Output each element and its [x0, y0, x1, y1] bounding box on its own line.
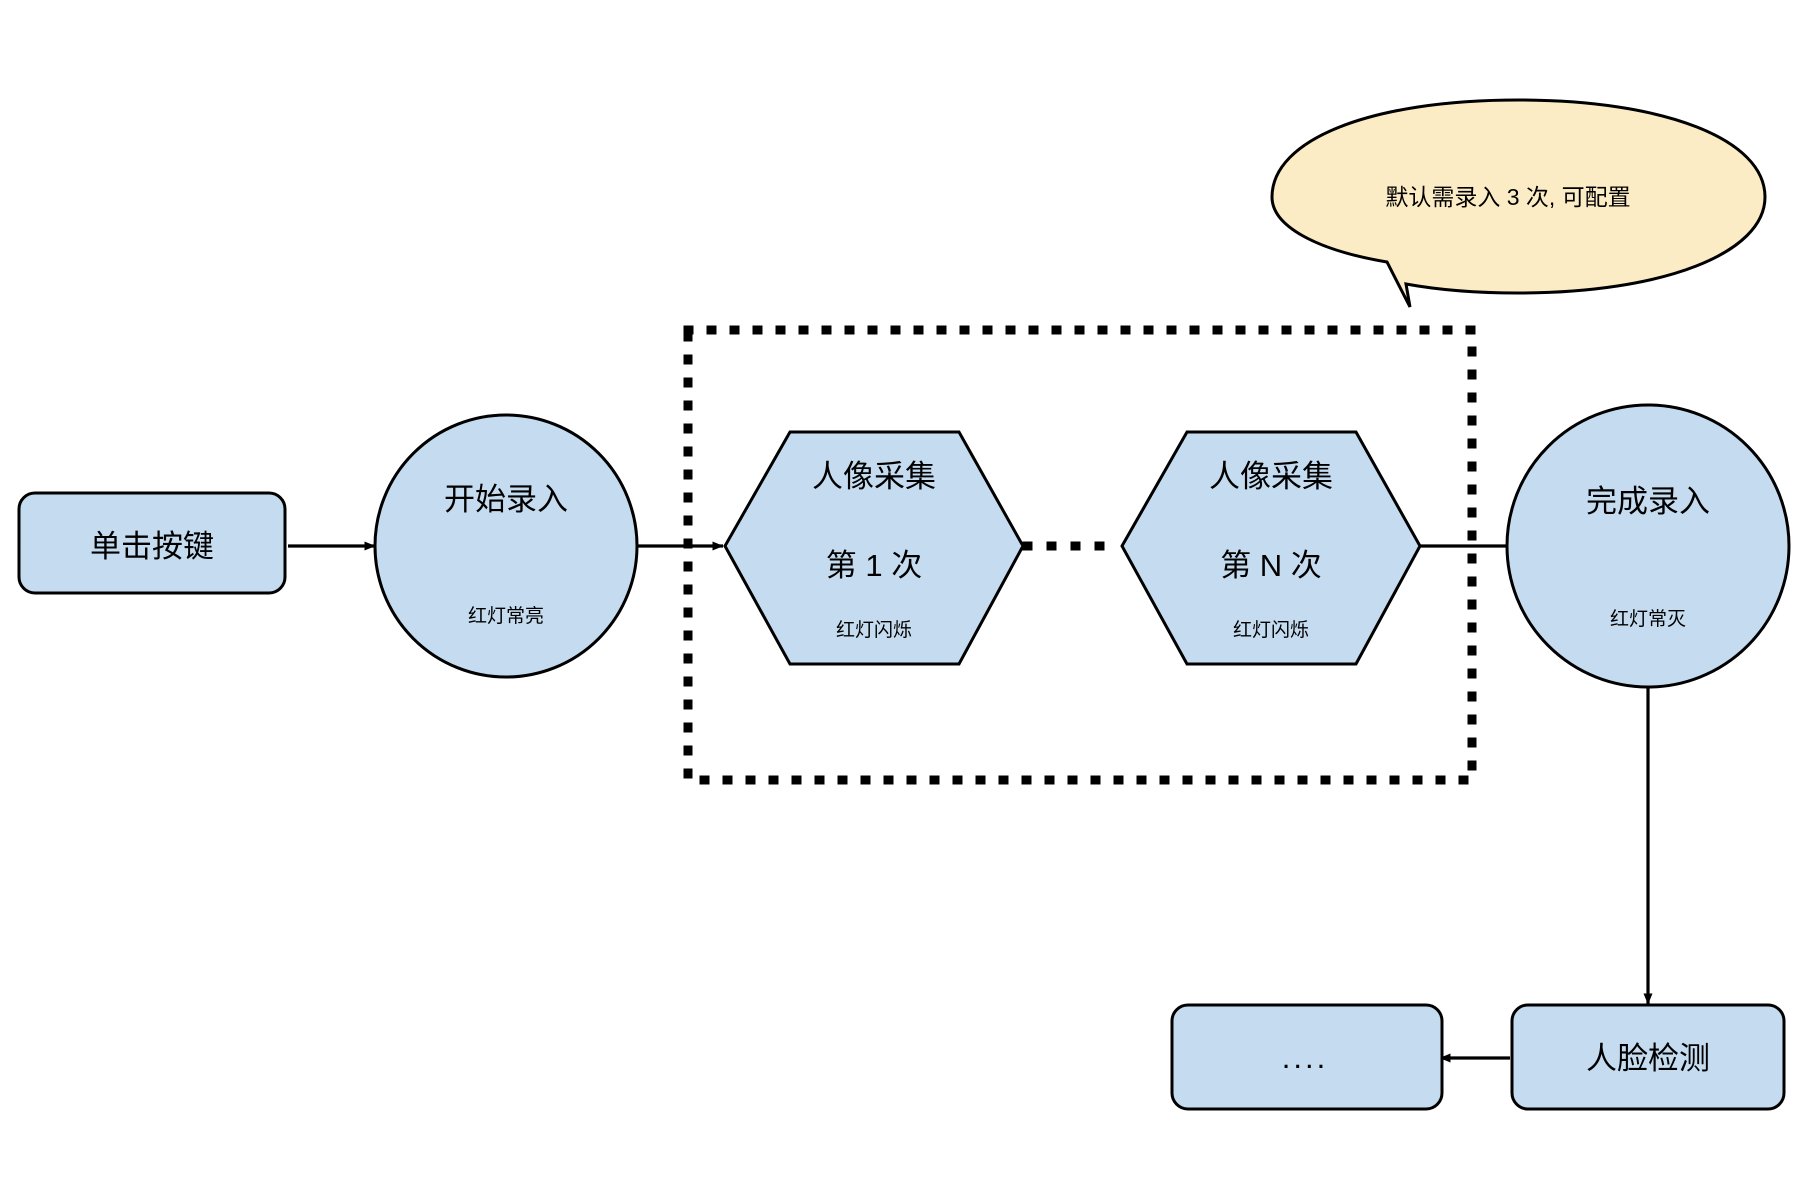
node-more-steps-label: .... — [1282, 1040, 1328, 1075]
node-capture-nth-label-line2: 第 N 次 — [1220, 548, 1322, 583]
node-capture-first-sublabel: 红灯闪烁 — [836, 619, 912, 641]
node-face-detect-shape — [1510, 1003, 1786, 1111]
node-finish-enroll-shape — [1505, 403, 1791, 689]
node-start-enroll[interactable]: 开始录入 红灯常亮 — [373, 413, 639, 679]
repeat-group-box — [683, 325, 1477, 785]
node-start-enroll-shape — [373, 413, 639, 679]
node-start-button[interactable]: 单击按键 — [17, 491, 287, 595]
callout-enroll-count[interactable]: 默认需录入 3 次, 可配置 — [1270, 98, 1767, 308]
node-more-steps[interactable]: .... — [1170, 1003, 1444, 1111]
node-finish-enroll-sublabel: 红灯常灭 — [1610, 608, 1686, 630]
callout-bubble-shape — [1270, 98, 1767, 308]
node-capture-first[interactable]: 人像采集 第 1 次 红灯闪烁 — [723, 430, 1025, 666]
node-capture-nth-label-line1: 人像采集 — [1209, 459, 1333, 494]
node-capture-nth-sublabel: 红灯闪烁 — [1233, 619, 1309, 641]
node-start-button-shape — [17, 491, 287, 595]
node-face-detect-label: 人脸检测 — [1586, 1041, 1710, 1076]
node-start-enroll-label: 开始录入 — [444, 482, 568, 517]
node-finish-enroll-label: 完成录入 — [1586, 484, 1710, 519]
node-capture-first-label-line1: 人像采集 — [812, 459, 936, 494]
callout-text: 默认需录入 3 次, 可配置 — [1385, 184, 1630, 210]
node-face-detect[interactable]: 人脸检测 — [1510, 1003, 1786, 1111]
node-start-enroll-sublabel: 红灯常亮 — [468, 605, 544, 627]
node-start-button-label: 单击按键 — [90, 529, 214, 564]
node-capture-first-label-line2: 第 1 次 — [826, 548, 922, 583]
node-finish-enroll[interactable]: 完成录入 红灯常灭 — [1505, 403, 1791, 689]
node-capture-nth[interactable]: 人像采集 第 N 次 红灯闪烁 — [1120, 430, 1422, 666]
node-capture-first-shape — [723, 430, 1025, 666]
node-more-steps-shape — [1170, 1003, 1444, 1111]
node-capture-nth-shape — [1120, 430, 1422, 666]
